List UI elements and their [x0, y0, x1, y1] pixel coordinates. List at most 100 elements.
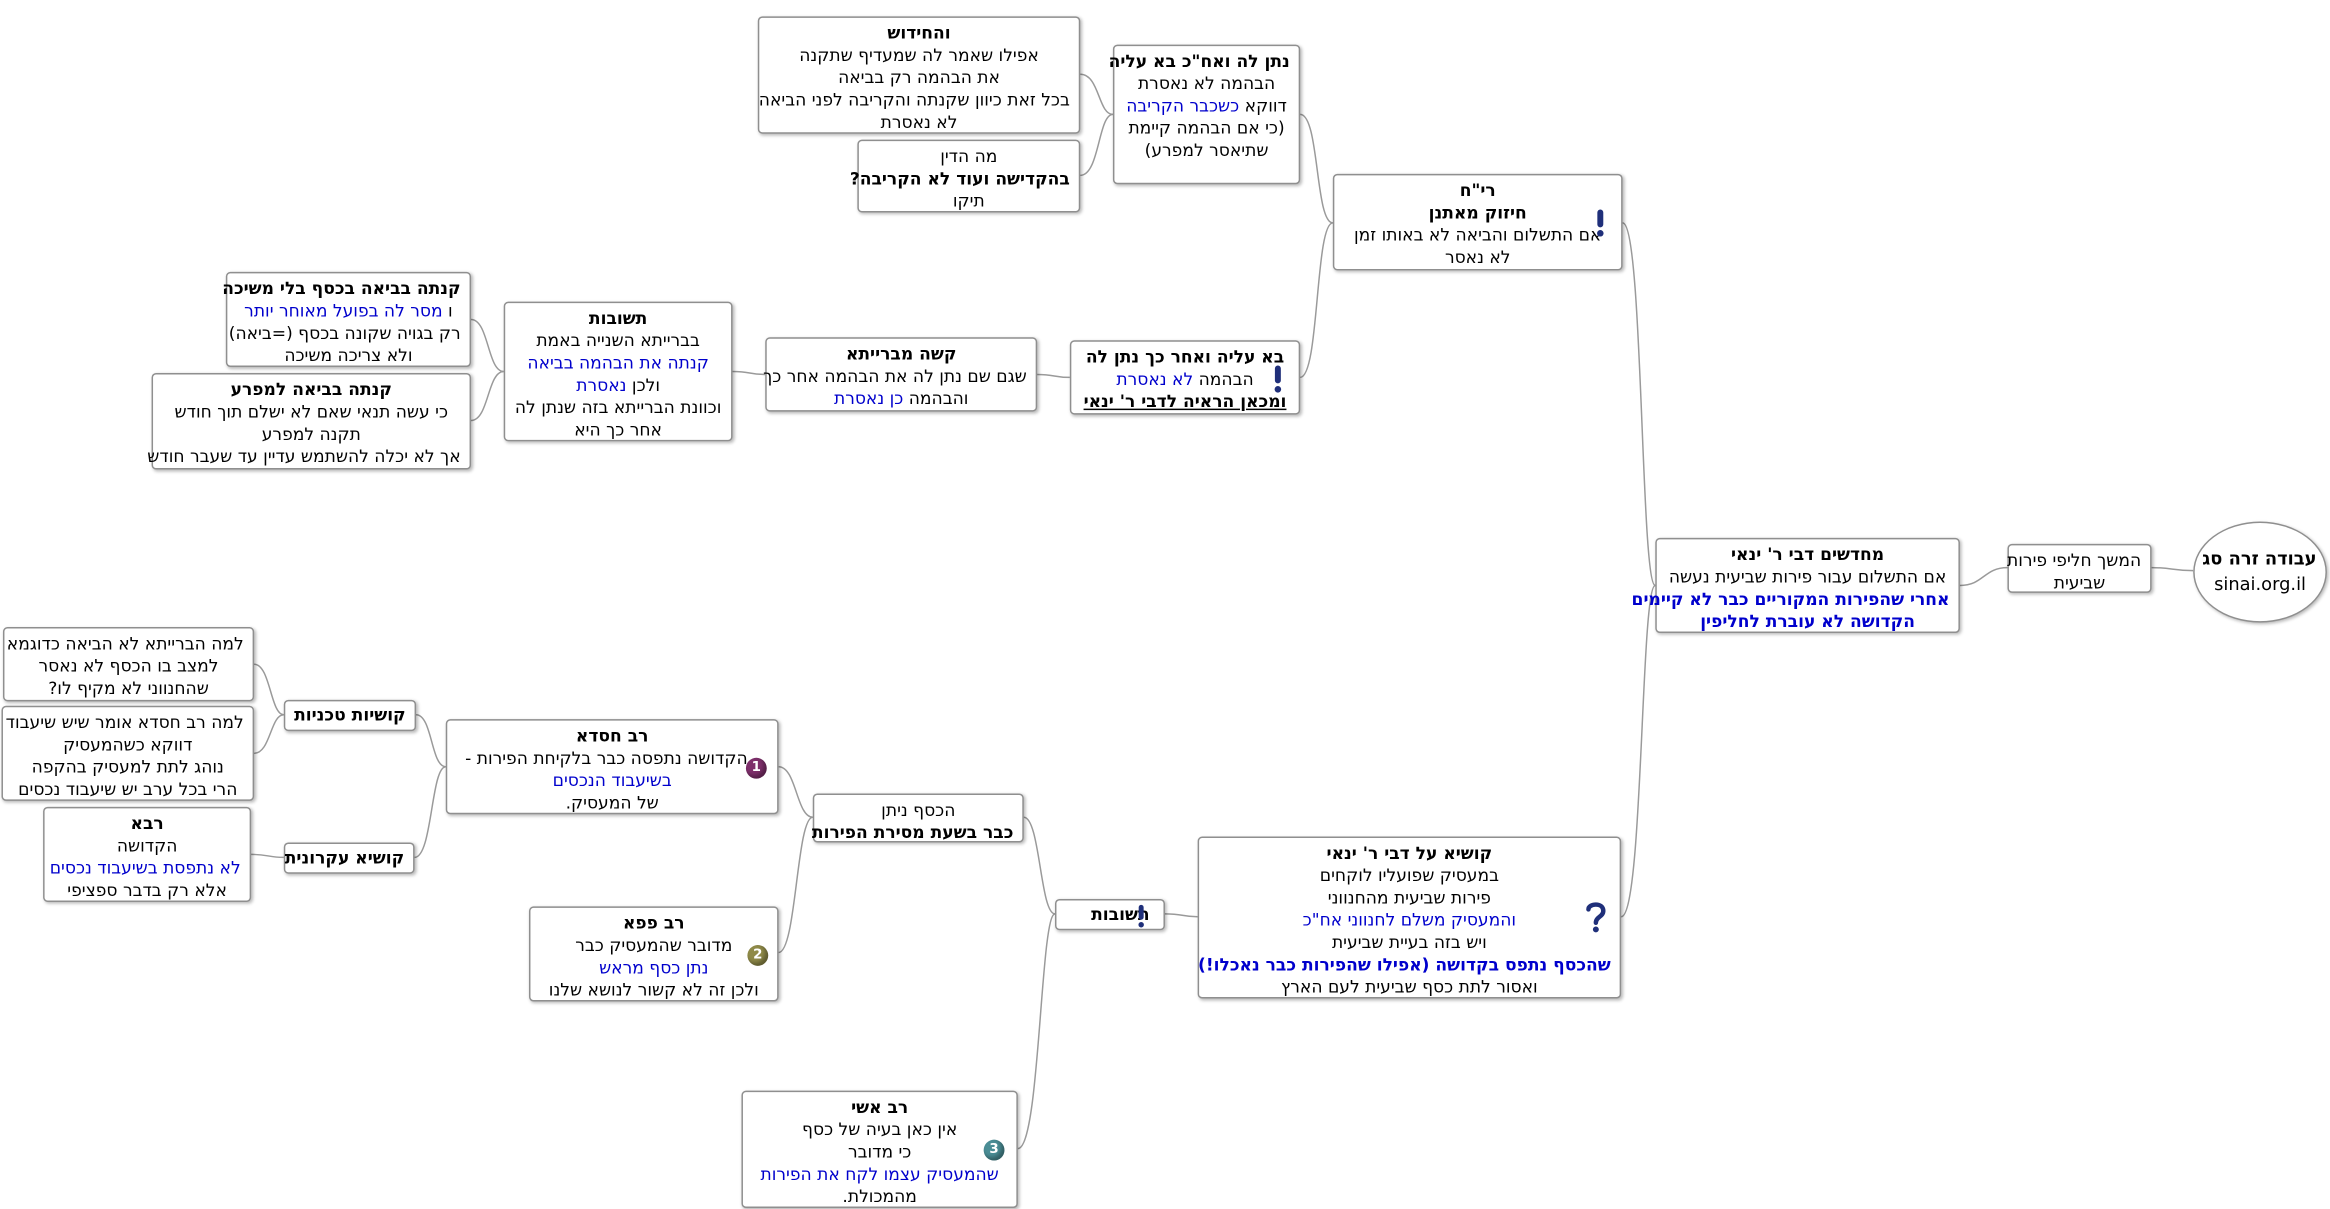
kanta-kesef-line-1: ו מסר לה בפועל מאוחר יותר	[236, 300, 460, 322]
kesef-line-1: הכסף ניתן	[881, 799, 956, 821]
number-2-badge-icon: 2	[747, 945, 769, 966]
natan-line-4: שתיאסר למפרע)	[1144, 139, 1269, 161]
hachidush-title: והחידוש	[887, 22, 951, 44]
root-node[interactable]: עבודה זרה סג sinai.org.il	[2193, 521, 2327, 623]
rish-line-1: אם התשלום והביאה לא באותו זמן	[1354, 224, 1602, 246]
teshuvot-top-node[interactable]: תשובות בברייתא השנייה באמת קנתה את הבהמה…	[503, 301, 733, 442]
teshuvot-top-line-4: וכוונת הברייתא בזה שנתן לה	[514, 396, 722, 418]
ba-title: בא עליה ואחר כך נתן לה	[1085, 346, 1285, 368]
madin-line-2: בהקדישה ועוד לא הקריבה?	[849, 167, 1070, 189]
kanta-kesef-node[interactable]: קנתה בביאה בכסף בלי משיכה ו מסר לה בפועל…	[222, 271, 472, 368]
tech-node[interactable]: קושיות טכניות	[283, 699, 417, 732]
natan-node[interactable]: נתן לה ואח"כ בא עליה הבהמה לא נאסרת דווק…	[1108, 44, 1301, 185]
natan-line-2: דווקא כשכבר הקריבה	[1123, 95, 1289, 117]
rava-title: רבא	[130, 812, 164, 834]
continuation-line-2: שביעית	[2053, 572, 2106, 593]
link-teshuvot-kantakesef	[470, 318, 504, 373]
kashe-node[interactable]: קשה מברייתא שגם שם נתן לה את הבהמה אחר כ…	[763, 337, 1038, 412]
natan-line-2a: דווקא	[1239, 95, 1287, 116]
hachidush-line-1: אפילו שאמר לה שמעדיף שתקנה	[799, 44, 1039, 66]
madin-line-3: תיקו	[952, 190, 985, 211]
ashi-title: רב אשי	[851, 1096, 909, 1118]
link-natan-madin	[1080, 113, 1114, 177]
chidushim-title: מחדשים דבי ר' ינאי	[1731, 543, 1885, 565]
ashi-node[interactable]: רב אשי אין כאן בעיה של כסף כי מדובר שהמע…	[741, 1090, 1018, 1209]
natan-title: נתן לה ואח"כ בא עליה	[1108, 50, 1290, 72]
kesef-line-2: כבר בשעת מסירת הפירות	[811, 821, 1014, 843]
link-ba-kashe	[1037, 373, 1070, 379]
rish-node[interactable]: רי"ח חיזוק מאתנן אם התשלום והביאה לא באו…	[1332, 173, 1623, 271]
chidushim-line-3: הקדושה לא עוברת לחליפין	[1700, 610, 1915, 632]
rish-subtitle: חיזוק מאתנן	[1428, 202, 1527, 223]
kushia-title: קושיא על דבי ר' ינאי	[1326, 842, 1493, 864]
rava-node[interactable]: רבא הקדושה לא נתפסת בשיעבוד נכסים אלא רק…	[43, 806, 252, 902]
ba-line-1a: הבהמה	[1193, 368, 1254, 390]
rava-line-2: לא נתפסת בשיעבוד נכסים	[49, 857, 241, 879]
papa-title: רב פפא	[622, 912, 685, 934]
tech-title: קושיות טכניות	[294, 704, 406, 726]
rava-line-3: אלא רק בדבר ספציפי	[67, 879, 227, 901]
madin-node[interactable]: מה הדין בהקדישה ועוד לא הקריבה? תיקו	[849, 139, 1081, 213]
teshuvot-top-line-5: אחר כך היא	[574, 419, 662, 440]
lama1-line-2: למצב בו הכסף לא נאסר	[38, 655, 219, 677]
papa-line-3: ולכן זה לא קשור לנושא שלנו	[548, 979, 759, 1001]
link-kashe-teshuvot	[732, 370, 766, 376]
kanta-kesef-line-1b: מסר לה בפועל מאוחר יותר	[244, 300, 443, 321]
ashi-line-3: שהמעסיק עצמו לקח את הפירות	[760, 1163, 999, 1185]
kanta-lemafrea-line-3: אך לא יכלה להשתמש עדיין עד שעבר חודש	[147, 445, 461, 467]
lama2-line-4: הרי בכל ערב יש שיעבוד נכסים	[18, 778, 238, 800]
rava-line-1: הקדושה	[116, 835, 178, 856]
kashe-line-1: שגם שם נתן לה את הבהמה אחר כך	[763, 365, 1027, 387]
ikronit-node[interactable]: קושיא עקרונית	[283, 842, 415, 874]
link-rish-natan	[1299, 113, 1334, 224]
link-chidushim-rish	[1621, 222, 1656, 587]
ba-line-1b: לא נאסרת	[1116, 368, 1194, 390]
papa-node[interactable]: רב פפא מדובר שהמעסיק כבר נתן כסף מראש ול…	[528, 906, 779, 1002]
kesef-node[interactable]: הכסף ניתן כבר בשעת מסירת הפירות	[811, 793, 1024, 843]
link-kesef-papa	[778, 816, 814, 954]
kanta-lemafrea-line-1: כי עשה תנאי שאם לא ישלם תוך חודש	[174, 401, 449, 422]
lama1-line-1: למה הברייתא לא הביאה כדוגמא	[6, 632, 244, 654]
continuation-node[interactable]: המשך חליפי פירות שביעית	[2007, 543, 2152, 593]
lama1-line-3: שהחנווני לא מקיף לו?	[48, 677, 209, 699]
link-teshuvot-kantalemafrea	[470, 370, 504, 422]
teshuvot-top-line-2: קנתה את הבהמה בביאה	[527, 352, 709, 373]
kushia-node[interactable]: קושיא על דבי ר' ינאי במעסיק שפועליו לוקח…	[1197, 836, 1622, 999]
number-3-badge-icon: 3	[983, 1139, 1005, 1161]
rish-line-2: לא נאסר	[1444, 246, 1511, 268]
teshuvot-top-line-3b: נאסרת	[576, 374, 627, 396]
ashi-line-2: כי מדובר	[847, 1141, 912, 1162]
teshuvot-bottom-node[interactable]: תשובות	[1054, 898, 1165, 931]
kanta-lemafrea-line-2: תקנה למפרע	[261, 423, 361, 445]
kashe-line-2: והבהמה כן נאסרת	[776, 388, 1027, 410]
madin-line-1: מה הדין	[940, 145, 998, 167]
link-teshuvot-kesef	[1023, 816, 1056, 915]
kashe-title: קשה מברייתא	[845, 343, 957, 365]
teshuvot-top-line-3: ולכן נאסרת	[514, 374, 722, 396]
hachidush-line-2: את הבהמה רק בביאה	[838, 66, 1000, 88]
chidushim-node[interactable]: מחדשים דבי ר' ינאי אם התשלום עבור פירות …	[1632, 537, 1960, 633]
kanta-lemafrea-node[interactable]: קנתה בביאה למפרע כי עשה תנאי שאם לא ישלם…	[147, 372, 472, 470]
ba-node[interactable]: בא עליה ואחר כך נתן לה הבהמה לא נאסרת ומ…	[1069, 340, 1301, 415]
kushia-line-2: פירות שביעית מהחנווני	[1327, 887, 1491, 908]
link-continuation-chidushim	[1959, 566, 2008, 587]
chisda-title: רב חסדא	[575, 725, 649, 746]
link-kesef-chisda	[778, 765, 813, 818]
kushia-line-4: ויש בזה בעיית שביעית	[1331, 931, 1487, 953]
chisda-line-2: בשיעבוד הנכסים	[552, 769, 672, 791]
link-tech-lama1	[253, 663, 285, 716]
link-natan-hachidush	[1080, 73, 1114, 116]
kanta-kesef-line-1a: ו	[442, 300, 453, 321]
natan-line-2b: כשכבר הקריבה	[1126, 95, 1240, 116]
lama2-line-1: למה רב חסדא אומר שיש שיעבוד	[5, 711, 244, 733]
link-tech-lama2	[253, 713, 285, 755]
lama2-node[interactable]: למה רב חסדא אומר שיש שיעבוד דווקא כשהמעס…	[1, 705, 255, 801]
link-rish-ba	[1299, 222, 1334, 379]
lama2-line-2: דווקא כשהמעסיק	[63, 734, 193, 755]
chisda-node[interactable]: רב חסדא - הקדושה נתפסה כבר בלקיחת הפירות…	[445, 719, 779, 815]
chidushim-line-1: אם התשלום עבור פירות שביעית נעשה	[1668, 566, 1947, 587]
lama1-node[interactable]: למה הברייתא לא הביאה כדוגמא למצב בו הכסף…	[2, 627, 255, 702]
hachidush-node[interactable]: והחידוש אפילו שאמר לה שמעדיף שתקנה את הב…	[757, 16, 1081, 134]
